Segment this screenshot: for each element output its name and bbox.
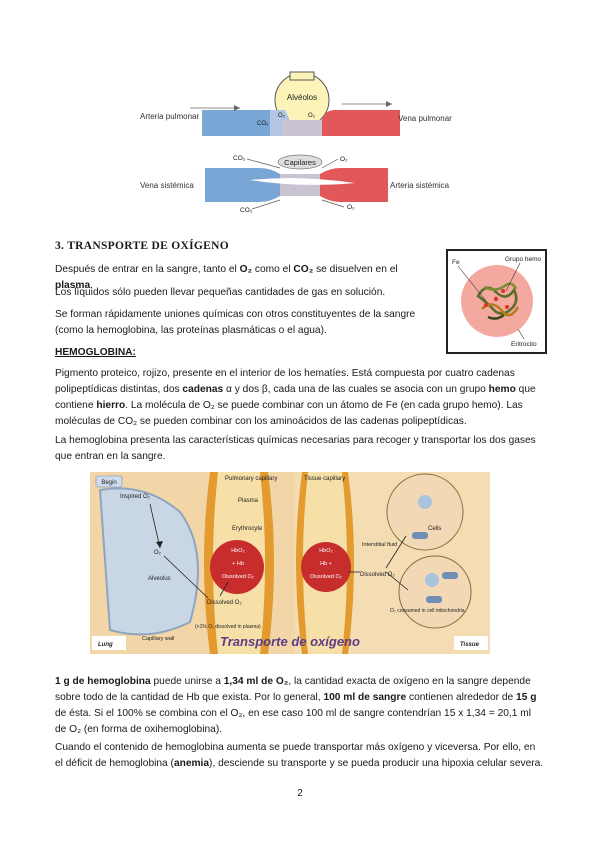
p6-text-d: contienen alrededor de [406,692,517,703]
lung-label: Lung [98,642,113,648]
alveolos-label: Alvéolos [287,93,317,102]
p1-text-b: como el [252,264,294,275]
oxygen-transport-caption: Transporte de oxígeno [220,634,360,649]
cell-top [386,473,464,551]
p4-hierro: hierro [96,400,126,411]
p3-line1: Se forman rápidamente uniones químicas c… [55,309,416,320]
fe-label: Fe [452,259,460,266]
p1-text-a: Después de entrar en la sangre, tanto el [55,264,240,275]
lung-panel: Begin Inspired O₂ O₂ Alveolus Pulmonary … [92,472,277,654]
tissue-capillary-label: Tissue capillary [304,476,345,482]
paragraph-dissolve: Después de entrar en la sangre, tanto el… [55,262,435,294]
paragraph-hemoglobin-capacity: 1 g de hemoglobina puede unirse a 1,34 m… [55,674,545,738]
gas-exchange-diagram: Alvéolos Arteria pulmonar Vena pulmonar … [140,71,452,214]
hbo2-left-label: HbO₂ [231,548,244,554]
plus-hb-label: + Hb [232,561,244,567]
systemic-artery-vessel [320,168,388,202]
inspired-o2-label: Inspired O₂ [120,494,151,500]
o2-top-right-label: O₂ [308,113,316,119]
p6-text-e: de ésta. Si el 100% se combina con el O₂… [55,708,531,735]
p4-cadenas: cadenas [182,384,224,395]
consumed-label: O₂ consumed in cell mitochondria [390,608,465,614]
p1-co2: CO₂ [293,264,314,275]
p4-text-c: que contiene [55,384,536,411]
hemoglobina-heading: HEMOGLOBINA: [55,347,136,358]
p4-text-d: . La molécula de O₂ se puede combinar co… [55,400,523,427]
begin-label: Begin [101,480,116,486]
vena-pulmonar-label: Vena pulmonar [398,114,452,123]
p6-text-c: , la cantidad exacta de oxígeno en la sa… [55,676,531,703]
p4-hemo: hemo [488,384,516,395]
plasma-label: Plasma [238,498,259,504]
interstitial-label: Interstitial fluid [362,542,397,548]
co2-bottom-top-label: CO₂ [233,155,246,162]
p1-text-c: se disuelven en el [313,264,398,275]
tissue-panel: Tissue capillary HbO₂ Hb + Dissolved O₂ … [295,472,490,654]
pulmonary-artery-vessel [202,110,282,136]
paragraph-chemical-bonds: Se forman rápidamente uniones químicas c… [55,307,435,339]
p7-text-a: Cuando el contenido de hemoglobina aumen… [55,742,536,769]
capillary-wall-label: Capillary wall [142,636,174,642]
p6-bold-1: 1 g de hemoglobina [55,676,151,687]
systemic-vein-vessel [205,168,280,202]
pulmonary-capillary-label: Pulmonary capillary [225,476,277,482]
p7-text-b: ), desciende su transporte y se pueda pr… [209,758,544,769]
hbo2-right-label: HbO₂ [319,548,332,554]
paragraph-hemoglobin-structure: Pigmento proteico, rojizo, presente en e… [55,366,545,430]
o2-alveolus-label: O₂ [154,550,162,556]
o2-bottom-top-label: O₂ [340,156,348,163]
p4-text-a: Pigmento proteico, rojizo, presente en e… [55,368,515,395]
erythrocyte-left [210,540,264,594]
p6-bold-4: 15 g [516,692,537,703]
arteria-pulmonar-label: Arteria pulmonar [140,112,199,121]
p6-bold-3: 100 ml de sangre [323,692,407,703]
cell-bottom [398,555,472,629]
paragraph-liquids: Los líquidos sólo pueden llevar pequeñas… [55,287,386,298]
erythrocyte-label: Erythrocyte [232,526,263,532]
page-number: 2 [297,788,303,799]
arteria-sistemica-label: Arteria sistémica [390,181,450,190]
o2-top-left-label: O₂ [278,113,286,119]
alveolus-sac [98,487,199,636]
grupo-hemo-label: Grupo hemo [505,256,542,263]
oxygen-transport-illustration: Begin Inspired O₂ O₂ Alveolus Pulmonary … [90,472,490,654]
pulmonary-vein-vessel [322,110,400,136]
eritrocito-label: Eritrocito [511,341,537,348]
p6-bold-2: 1,34 ml de O₂ [223,676,289,687]
p7-anemia: anemia [173,758,210,769]
p1-plasma: plasma [55,280,91,291]
heme-group-figure: Fe Grupo hemo Eritrocito [446,249,547,354]
dissolved-note-label: (<1% O₂ dissolved in plasma) [195,624,261,630]
co2-top-label: CO₂ [257,121,269,127]
hb-right-label: Hb + [320,561,332,567]
alveolus-label: Alveolus [148,576,171,582]
p6-text-a: puede unirse a [150,676,224,687]
vena-sistemica-label: Vena sistémica [140,181,194,190]
dissolved-o2-right-label: Dissolved O₂ [360,572,395,578]
paragraph-hemoglobin-properties: La hemoglobina presenta las característi… [55,435,536,462]
paragraph-anemia: Cuando el contenido de hemoglobina aumen… [55,740,545,772]
p3-line2: (como la hemoglobina, las proteínas plas… [55,325,327,336]
erythrocyte-right [301,542,351,592]
dissolved-o2-left-label: Dissolved O₂ [207,600,242,606]
p1-o2: O₂ [239,264,253,275]
dissolved-o2-rbc-left-label: Dissolved O₂ [222,574,254,580]
section-heading: 3. TRANSPORTE DE OXÍGENO [55,240,230,252]
erythrocyte-circle [461,265,533,337]
p4-text-b: α y dos β, cada una de las cuales se aso… [223,384,489,395]
o2-bottom-low-label: O₂ [347,204,355,211]
tissue-label: Tissue [460,642,480,648]
co2-bottom-low-label: CO₂ [240,207,253,214]
p1-text-d: . [90,280,93,291]
capilares-label: Capilares [284,158,316,167]
cells-label: Cells [428,526,441,532]
dissolved-o2-rbc-right-label: Dissolved O₂ [310,574,342,580]
